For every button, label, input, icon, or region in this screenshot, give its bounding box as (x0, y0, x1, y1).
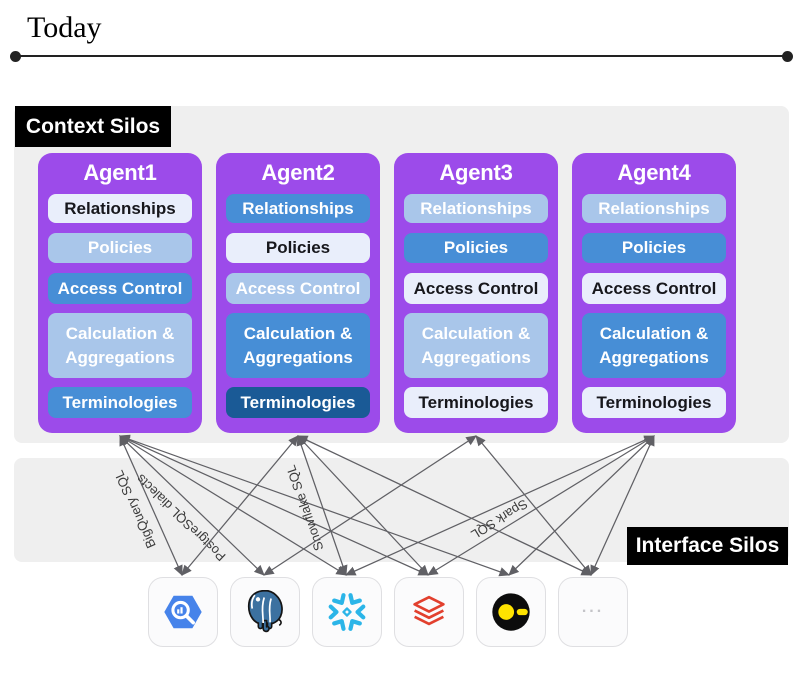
agent-row-policies: Policies (226, 233, 370, 263)
agent-row-calculation-aggregations: Calculation &Aggregations (582, 313, 726, 378)
agent-row-terminologies: Terminologies (48, 387, 192, 418)
agent-title: Agent1 (83, 160, 157, 185)
postgresql-icon (247, 589, 283, 633)
agent-title: Agent2 (261, 160, 335, 185)
agent-row-terminologies: Terminologies (582, 387, 726, 418)
agent-row-calculation-aggregations: Calculation &Aggregations (226, 313, 370, 378)
agent-row-relationships: Relationships (582, 194, 726, 223)
context-silos-label: Context Silos (15, 106, 171, 147)
agent-row-relationships: Relationships (226, 194, 370, 223)
agent-row-calculation-aggregations: Calculation &Aggregations (404, 313, 548, 378)
timeline-dot-right (782, 51, 793, 62)
agent-title: Agent4 (617, 160, 691, 185)
agent-row-access-control: Access Control (404, 273, 548, 304)
agent-row-terminologies: Terminologies (226, 387, 370, 418)
agent-row-policies: Policies (404, 233, 548, 263)
timeline-line (15, 55, 787, 57)
interface-postgresql (230, 577, 300, 647)
agent-row-terminologies: Terminologies (404, 387, 548, 418)
agent-title: Agent3 (439, 160, 513, 185)
interface-more: ... (558, 577, 628, 647)
timeline-title: Today (27, 11, 102, 44)
timeline-dot-left (10, 51, 21, 62)
interface-bigquery (148, 577, 218, 647)
bigquery-icon (164, 595, 202, 629)
interface-silos-label: Interface Silos (627, 527, 788, 565)
agent-row-relationships: Relationships (48, 194, 192, 223)
databricks-icon (413, 595, 445, 626)
interface-databricks (394, 577, 464, 647)
agent-row-policies: Policies (48, 233, 192, 263)
agent-row-policies: Policies (582, 233, 726, 263)
agent-row-calculation-aggregations: Calculation &Aggregations (48, 313, 192, 378)
interface-duckdb (476, 577, 546, 647)
more-icon: ... (581, 598, 605, 616)
agent-row-access-control: Access Control (48, 273, 192, 304)
interface-snowflake (312, 577, 382, 647)
agent-row-access-control: Access Control (582, 273, 726, 304)
agent-row-access-control: Access Control (226, 273, 370, 304)
duckdb-icon (492, 593, 530, 631)
agent-row-relationships: Relationships (404, 194, 548, 223)
snowflake-icon (328, 593, 366, 631)
